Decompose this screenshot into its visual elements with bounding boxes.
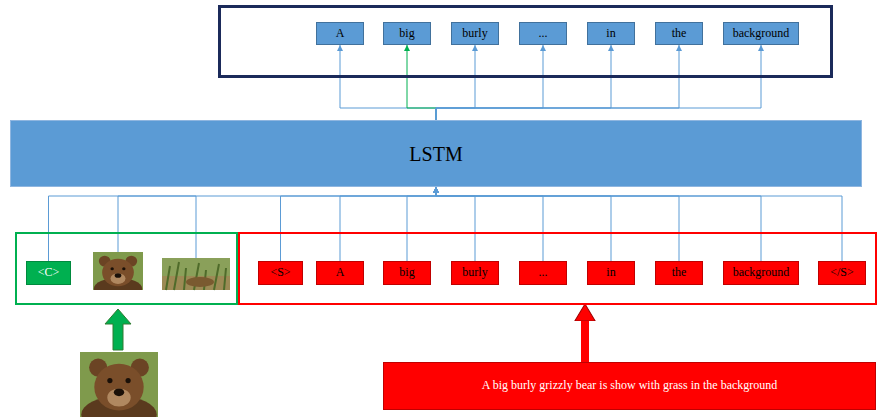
input-token: A [316, 261, 364, 285]
lstm-connector [436, 45, 611, 120]
lstm-connector [436, 187, 611, 261]
output-word: the [655, 22, 703, 45]
image-input-group: <C> [15, 232, 238, 305]
output-word: A [316, 22, 364, 45]
lstm-connector [281, 187, 437, 261]
lstm-connector [436, 45, 543, 120]
node-label: big [399, 27, 414, 40]
output-word: burly [451, 22, 499, 45]
lstm-connector [436, 187, 679, 261]
node-label: the [672, 266, 687, 279]
lstm-connector [436, 187, 761, 261]
grass-crop-image [162, 258, 230, 290]
caption-box: A big burly grizzly bear is show with gr… [383, 362, 876, 410]
node-label: ... [539, 27, 548, 40]
output-word: background [723, 22, 799, 45]
output-word: in [587, 22, 635, 45]
input-arrow [581, 321, 589, 362]
output-word: ... [519, 22, 567, 45]
input-token: big [383, 261, 431, 285]
output-group: Abig burly... in the background [218, 5, 833, 78]
text-input-group: <S> Abig burly... in the background </S> [238, 232, 877, 305]
image-link-line [118, 196, 119, 252]
input-token: the [655, 261, 703, 285]
node-label: background [733, 266, 790, 279]
node-label: A big burly grizzly bear is show with gr… [482, 379, 778, 392]
node-label: </S> [830, 266, 854, 279]
node-label: the [672, 27, 687, 40]
node-label: A [336, 27, 345, 40]
lstm-connector [436, 187, 842, 261]
lstm-block: LSTM [10, 120, 862, 187]
node-label: A [336, 266, 345, 279]
node-label: burly [462, 27, 487, 40]
lstm-connector [436, 45, 475, 120]
lstm-connector [436, 187, 543, 261]
context-token: <C> [26, 261, 71, 285]
green-arrow [105, 309, 131, 350]
node-label: <C> [38, 266, 60, 279]
node-label: big [399, 266, 414, 279]
input-token: <S> [258, 261, 303, 285]
node-label: LSTM [409, 143, 462, 165]
lstm-connector [407, 45, 436, 120]
lstm-connector [340, 187, 436, 261]
image-link-line [196, 196, 197, 258]
input-token: background [723, 261, 799, 285]
node-label: ... [539, 266, 548, 279]
input-token: burly [451, 261, 499, 285]
output-word: big [383, 22, 431, 45]
input-token: in [587, 261, 635, 285]
lstm-connector [436, 45, 679, 120]
node-label: in [606, 27, 615, 40]
node-label: in [606, 266, 615, 279]
lstm-connector [407, 187, 436, 261]
node-label: <S> [270, 266, 290, 279]
bear-crop-image [93, 252, 143, 299]
lstm-connector [49, 187, 437, 261]
lstm-connector [436, 45, 761, 120]
input-token: </S> [818, 261, 866, 285]
node-label: burly [462, 266, 487, 279]
bear-photo [80, 352, 158, 417]
lstm-connector [340, 45, 436, 120]
node-label: background [733, 27, 790, 40]
input-token: ... [519, 261, 567, 285]
lstm-connector [436, 187, 475, 261]
